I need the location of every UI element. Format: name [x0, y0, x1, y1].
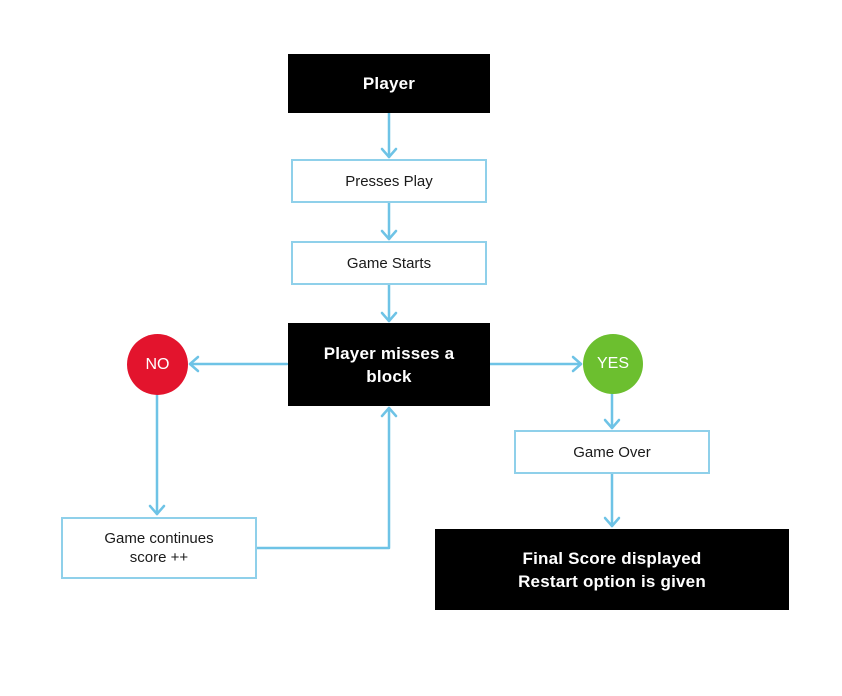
arrowhead-yes	[571, 355, 583, 373]
arrowhead-no	[188, 355, 200, 373]
node-game-over-label: Game Over	[573, 443, 651, 461]
node-game-over: Game Over	[514, 430, 710, 474]
arrowhead-decision	[380, 311, 398, 323]
node-decision-label: Player misses a block	[323, 343, 455, 386]
node-presses-play-label: Presses Play	[345, 172, 433, 190]
node-final-label: Final Score displayed Restart option is …	[518, 548, 706, 591]
arrowhead-game-over	[603, 418, 621, 430]
no-label: NO	[145, 355, 170, 373]
node-player: Player	[288, 54, 490, 113]
node-game-continues: Game continues score ++	[61, 517, 257, 579]
node-decision: Player misses a block	[288, 323, 490, 406]
node-final: Final Score displayed Restart option is …	[435, 529, 789, 610]
arrowhead-game-starts	[380, 229, 398, 241]
node-player-label: Player	[362, 74, 416, 93]
yes-label: YES	[596, 355, 629, 372]
node-game-starts-label: Game Starts	[346, 254, 432, 272]
node-presses-play: Presses Play	[291, 159, 487, 203]
yes-circle: YES	[583, 334, 643, 394]
arrowhead-presses-play	[380, 147, 398, 159]
arrowhead-loop-decision	[380, 406, 398, 418]
arrow-loop-back-to-decision	[255, 406, 391, 550]
arrowhead-game-continues	[148, 504, 166, 516]
arrowhead-final	[603, 516, 621, 528]
node-game-starts: Game Starts	[291, 241, 487, 285]
no-circle: NO	[127, 334, 188, 395]
node-game-continues-label: Game continues score ++	[104, 530, 214, 566]
